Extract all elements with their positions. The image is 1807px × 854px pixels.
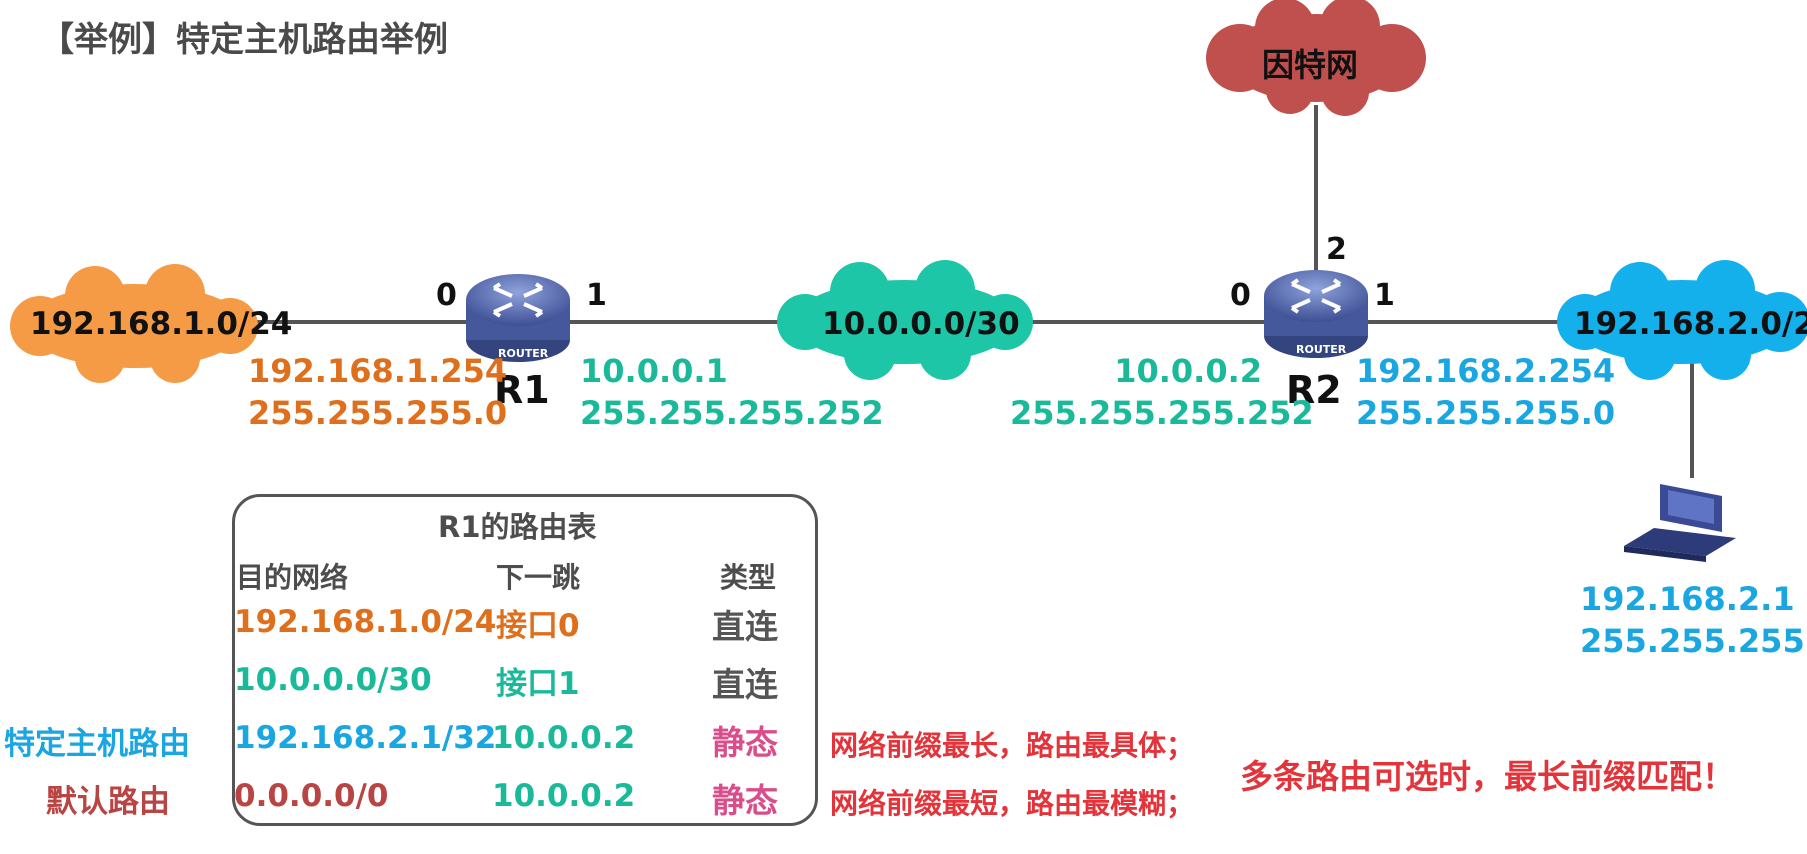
table-row-1-next-hop: 接口0 — [496, 608, 580, 644]
table-row-4-next-hop: 10.0.0.2 — [492, 778, 636, 814]
mid-cloud-label: 10.0.0.0/30 — [822, 306, 1020, 342]
table-row-3-type: 静态 — [712, 723, 778, 762]
r1-if0-ip: 192.168.1.254 — [248, 352, 508, 390]
note-shortest-prefix: 网络前缀最短，路由最模糊； — [830, 787, 1195, 820]
r2-port2-label: 2 — [1326, 232, 1347, 267]
host-ip: 192.168.2.1 — [1580, 580, 1795, 618]
r2-if0-mask: 255.255.255.252 — [1010, 394, 1314, 432]
r2-if1-ip: 192.168.2.254 — [1356, 352, 1616, 390]
table-row-1-type: 直连 — [712, 607, 778, 646]
links — [250, 105, 1694, 478]
r2-name: R2 — [1286, 368, 1342, 412]
table-row-2-type: 直连 — [712, 665, 778, 704]
note-longest-prefix-match: 多条路由可选时，最长前缀匹配！ — [1240, 757, 1735, 796]
routing-table-box — [232, 494, 818, 826]
r2-if1-address: 192.168.2.254 255.255.255.0 — [1356, 350, 1615, 434]
r2-if0-ip: 10.0.0.2 — [1114, 352, 1262, 390]
table-row-3-label: 特定主机路由 — [4, 726, 190, 762]
note-longest-prefix: 网络前缀最长，路由最具体； — [830, 729, 1195, 762]
header-dest: 目的网络 — [236, 561, 349, 594]
r1-if0-mask: 255.255.255.0 — [248, 394, 508, 432]
routing-table-title: R1的路由表 — [438, 510, 597, 544]
internet-cloud-label: 因特网 — [1262, 46, 1359, 84]
lan1-cloud-label: 192.168.1.0/24 — [30, 306, 293, 342]
r1-if0-address: 192.168.1.254 255.255.255.0 — [248, 350, 507, 434]
header-next-hop: 下一跳 — [496, 561, 581, 594]
lan2-cloud-label: 192.168.2.0/24 — [1574, 306, 1807, 342]
r1-port1-label: 1 — [586, 278, 607, 313]
host-mask: 255.255.255.0 — [1580, 622, 1807, 660]
r1-name: R1 — [494, 368, 550, 412]
router-r1-icon — [466, 274, 570, 362]
page-title: 【举例】特定主机路由举例 — [40, 20, 448, 60]
header-type: 类型 — [720, 561, 777, 594]
mid-cloud — [777, 260, 1033, 380]
r2-if1-mask: 255.255.255.0 — [1356, 394, 1616, 432]
r2-port1-label: 1 — [1374, 278, 1395, 313]
table-row-2-dest: 10.0.0.0/30 — [234, 662, 432, 698]
computer-icon — [1624, 484, 1736, 562]
table-row-4-dest: 0.0.0.0/0 — [234, 778, 389, 814]
internet-cloud — [1206, 0, 1426, 116]
table-row-2-next-hop: 接口1 — [496, 666, 580, 702]
r1-if1-ip: 10.0.0.1 — [580, 352, 728, 390]
table-row-3-dest: 192.168.2.1/32 — [234, 720, 497, 756]
r1-port0-label: 0 — [436, 278, 457, 313]
table-row-4-type: 静态 — [712, 781, 778, 820]
r1-if1-address: 10.0.0.1 255.255.255.252 — [580, 350, 884, 434]
table-row-1-dest: 192.168.1.0/24 — [234, 604, 497, 640]
lan2-cloud — [1557, 260, 1807, 380]
host-address: 192.168.2.1 255.255.255.0 — [1580, 578, 1807, 662]
lan1-cloud — [10, 264, 258, 383]
router-r2-icon — [1264, 270, 1368, 358]
table-row-3-next-hop: 10.0.0.2 — [492, 720, 636, 756]
r2-port0-label: 0 — [1230, 278, 1251, 313]
table-row-4-label: 默认路由 — [46, 784, 170, 820]
r2-if0-address: 10.0.0.2 255.255.255.252 — [1010, 350, 1314, 434]
r1-if1-mask: 255.255.255.252 — [580, 394, 884, 432]
r2-device-label: ROUTER — [1296, 343, 1347, 356]
r1-device-label: ROUTER — [498, 347, 549, 360]
